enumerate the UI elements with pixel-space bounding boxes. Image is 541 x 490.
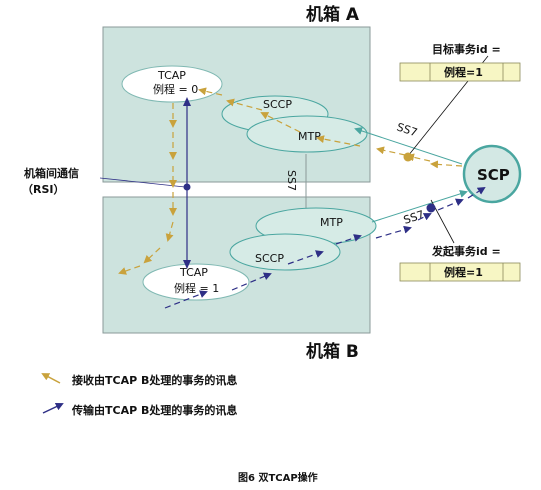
legend: 接收由TCAP B处理的事务的讯息 传输由TCAP B处理的事务的讯息 [41, 373, 237, 417]
dest-id-label: 目标事务id = [432, 42, 501, 56]
mtp-a-ellipse [246, 115, 368, 153]
scp-label: SCP [477, 166, 510, 184]
machine-b-title: 机箱 B [306, 341, 359, 362]
tcap-a-ellipse [121, 65, 223, 103]
rsi-arrowhead-up [183, 97, 191, 106]
tcap-b-title: TCAP [179, 266, 208, 279]
orig-id-value: 例程=1 [444, 265, 483, 279]
transmit-path-node [426, 203, 436, 213]
tcap-a-instance: 例程 = 0 [153, 82, 198, 96]
ss7-vertical-label: SS7 [285, 170, 298, 191]
ss7-upper-label: SS7 [395, 120, 419, 139]
transmit-path [164, 186, 486, 309]
tcap-b-ellipse [142, 263, 250, 301]
rsi-label-line2: （RSI） [22, 183, 65, 196]
mtp-a-label: MTP [298, 130, 321, 143]
ss7-lower-link [371, 190, 468, 223]
rsi-arrowhead-down [183, 260, 191, 269]
ss7-upper-link [354, 127, 463, 165]
sccp-b-ellipse [229, 233, 341, 271]
rsi-label-line1: 机箱间通信 [24, 166, 79, 180]
legend-receive-arrow [41, 373, 61, 384]
dest-id-value: 例程=1 [444, 65, 483, 79]
figure-caption: 图6 双TCAP操作 [238, 471, 318, 484]
legend-transmit-label: 传输由TCAP B处理的事务的讯息 [71, 403, 237, 417]
receive-path-node [403, 152, 413, 162]
legend-transmit-arrow [42, 402, 64, 414]
tcap-b-instance: 例程 = 1 [174, 281, 219, 295]
mtp-b-label: MTP [320, 216, 343, 229]
machine-a-title: 机箱 A [306, 4, 360, 25]
orig-id-label: 发起事务id = [431, 244, 501, 258]
receive-path [118, 87, 463, 275]
sccp-a-label: SCCP [263, 98, 292, 111]
ss7-lower-label: SS7 [402, 208, 426, 227]
tcap-a-title: TCAP [157, 69, 186, 82]
legend-receive-label: 接收由TCAP B处理的事务的讯息 [72, 373, 237, 387]
rsi-junction [183, 183, 191, 191]
sccp-b-label: SCCP [255, 252, 284, 265]
